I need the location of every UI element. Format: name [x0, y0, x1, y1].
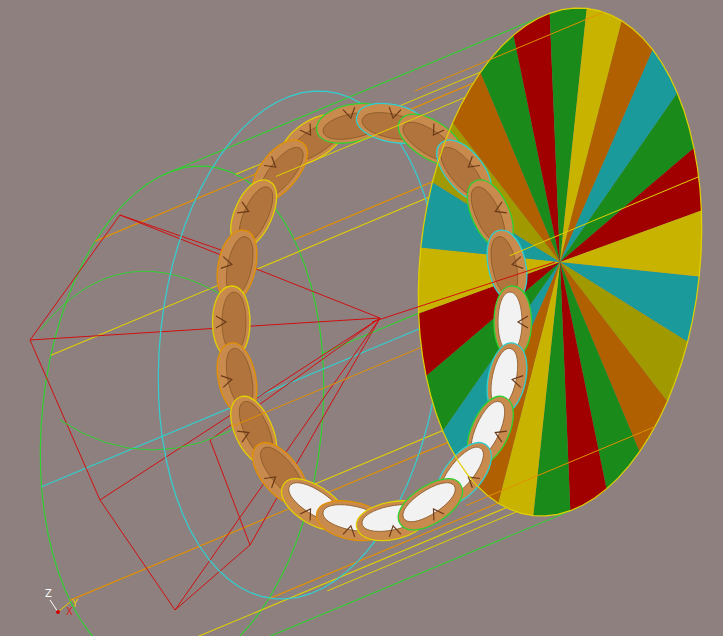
- bucket-notch: [511, 257, 523, 271]
- bucket-notch: [216, 316, 226, 328]
- wireframe-line: [466, 427, 655, 506]
- cylinder-outline: [418, 8, 701, 516]
- bucket-notch: [428, 123, 444, 138]
- bucket-notch: [343, 107, 357, 119]
- bucket-notch: [387, 107, 401, 119]
- wireframe-line: [100, 318, 380, 500]
- axis-origin: [56, 610, 60, 614]
- wireframe-line: [372, 262, 555, 322]
- wireframe-line: [232, 347, 421, 426]
- wireframe-line: [30, 318, 380, 340]
- bucket-notch: [387, 525, 401, 537]
- axis-label: Y: [72, 598, 78, 610]
- bucket-notch: [300, 506, 316, 521]
- wireframe-line: [175, 318, 380, 610]
- wireframe-line: [415, 12, 604, 91]
- bucket-notch: [264, 156, 279, 172]
- bucket-cup: [397, 476, 460, 529]
- bucket-notch: [300, 123, 316, 138]
- bucket-notch: [221, 257, 233, 271]
- axis-label: Z: [45, 588, 52, 600]
- bucket-notch: [493, 427, 507, 442]
- bucket-notch: [511, 374, 523, 388]
- face-sector: [560, 211, 702, 277]
- bucket-notch: [465, 156, 480, 172]
- bucket-notch: [428, 506, 444, 521]
- bucket-notch: [343, 525, 357, 537]
- bucket-notch: [493, 202, 507, 217]
- wireframe-line: [327, 512, 516, 591]
- bucket-notch: [221, 374, 233, 388]
- wireframe-line: [510, 177, 699, 256]
- bucket-notch: [518, 316, 528, 328]
- wireframe-line: [276, 97, 465, 176]
- axis-label: X: [66, 606, 73, 618]
- axis-line: [50, 600, 58, 612]
- runner-bucket: [390, 469, 471, 540]
- wireframe-line: [95, 83, 473, 241]
- bucket-notch: [237, 202, 251, 217]
- bucket-notch: [264, 472, 279, 488]
- wireframe-line: [42, 329, 420, 487]
- bucket-notch: [237, 427, 251, 442]
- bucket-shell: [390, 469, 471, 540]
